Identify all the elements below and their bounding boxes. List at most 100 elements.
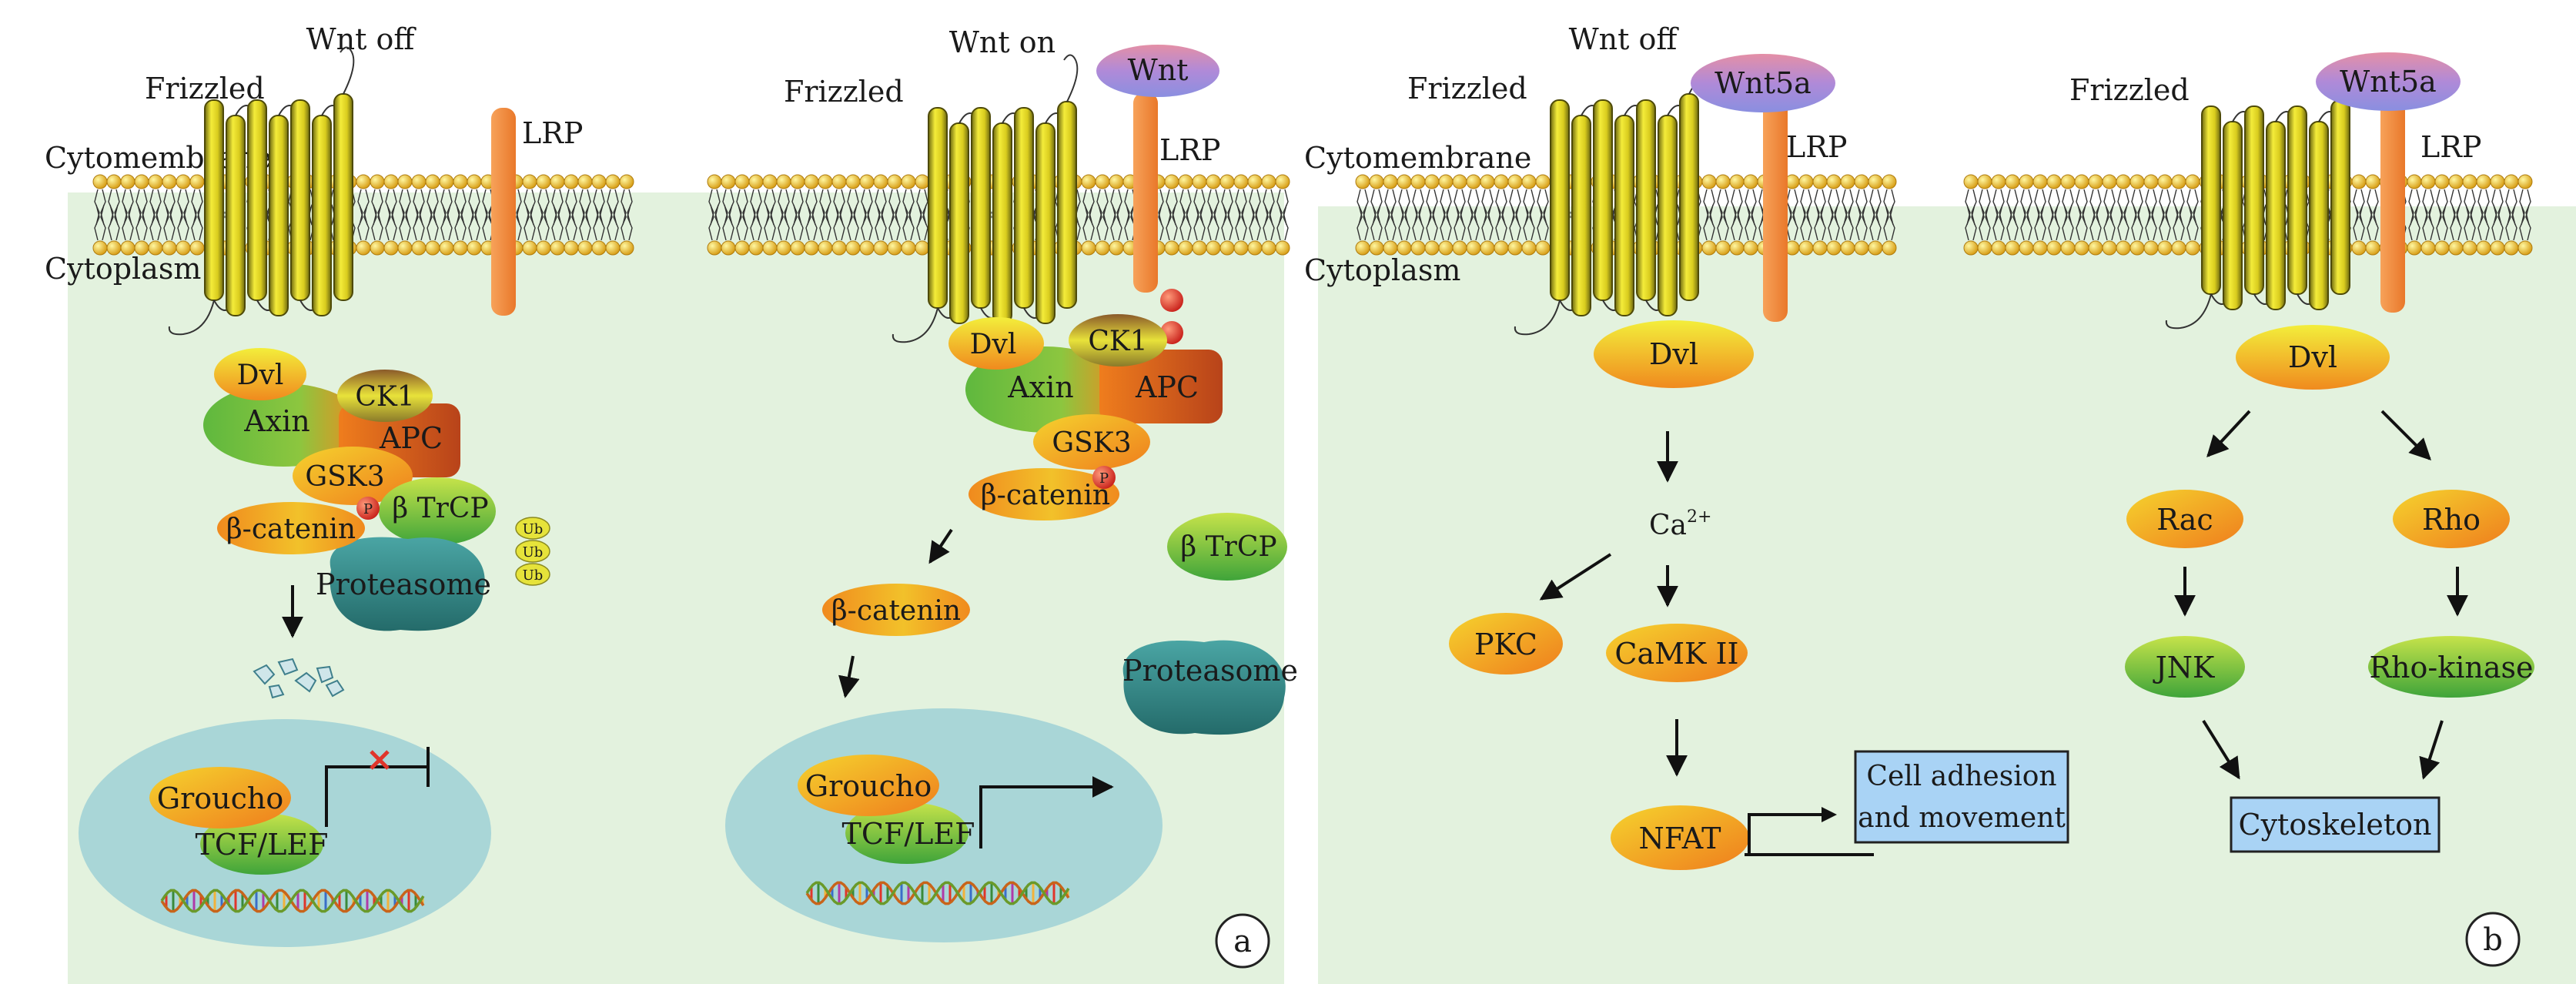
lrp-receptor-b1 bbox=[1763, 99, 1788, 322]
dna-helix-a1 bbox=[160, 889, 425, 913]
btrcp-label-a1: β TrCP bbox=[392, 493, 488, 524]
cell-adhesion-box bbox=[1854, 750, 2069, 844]
phospho-lrp-1 bbox=[1160, 289, 1183, 312]
ck1-label-a2: CK1 bbox=[1088, 326, 1147, 357]
frizzled-receptor-b1 bbox=[1514, 75, 1705, 336]
camk-node bbox=[1606, 624, 1748, 682]
lrp-label-a1: LRP bbox=[522, 116, 583, 150]
x-mark-a1 bbox=[370, 750, 390, 770]
gsk3-node-a1 bbox=[293, 447, 413, 505]
rho-kinase-node bbox=[2368, 636, 2534, 698]
cytoplasm-label-a: Cytoplasm bbox=[45, 252, 201, 286]
dvl-node-b2 bbox=[2236, 325, 2390, 390]
pkc-label: PKC bbox=[1474, 628, 1537, 661]
arrow-dvl-rho bbox=[2380, 410, 2431, 460]
apc-node-a2 bbox=[1099, 350, 1223, 423]
dvl-label-a2: Dvl bbox=[970, 329, 1017, 360]
bcatenin-node-a2 bbox=[969, 468, 1119, 520]
frizzled-label-b2: Frizzled bbox=[2069, 73, 2190, 107]
dvl-label-a1: Dvl bbox=[237, 360, 284, 391]
apc-label-a2: APC bbox=[1135, 370, 1199, 404]
panel-label-a: a bbox=[1233, 924, 1252, 959]
ub-bubble-3 bbox=[515, 563, 550, 586]
btrcp-node-a1 bbox=[379, 477, 496, 545]
phospho-a1 bbox=[356, 497, 380, 520]
frizzled-receptor-b2 bbox=[2165, 81, 2357, 330]
nfat-arrowhead bbox=[1822, 807, 1837, 822]
arrow-rhokinase-cytoskeleton bbox=[2419, 720, 2444, 780]
lrp-receptor-a1 bbox=[491, 108, 516, 316]
lrp-label-b1: LRP bbox=[1786, 130, 1847, 164]
cytoskeleton-label: Cytoskeleton bbox=[2239, 808, 2432, 842]
axin-label-a2: Axin bbox=[1007, 370, 1074, 404]
tcflef-node-a2 bbox=[845, 802, 969, 864]
arrow-jnk-cytoskeleton bbox=[2202, 719, 2240, 780]
arrow-release-a2 bbox=[928, 528, 953, 564]
proteasome-label-a2: Proteasome bbox=[1122, 654, 1298, 688]
cytoplasm-panel-b bbox=[1318, 206, 2576, 984]
proteasome-label-a1: Proteasome bbox=[316, 567, 491, 601]
rac-label: Rac bbox=[2156, 503, 2213, 537]
dvl-node-b1 bbox=[1594, 320, 1754, 388]
frizzled-receptor-a2 bbox=[892, 54, 1079, 343]
panel-b-calcium-pathway: Wnt off Frizzled Cytomembrane Cytoplasm … bbox=[1304, 22, 2069, 870]
ck1-node-a1 bbox=[337, 370, 433, 422]
lrp-receptor-a2 bbox=[1133, 92, 1158, 293]
panel-label-b: b bbox=[2483, 922, 2503, 958]
groucho-label-a1: Groucho bbox=[157, 782, 284, 815]
arrow-dvl-rac bbox=[2206, 410, 2251, 458]
dvl-node-a2 bbox=[948, 317, 1044, 370]
btrcp-node-a2 bbox=[1167, 513, 1287, 581]
degraded-fragments bbox=[253, 658, 345, 699]
gsk3-label-a2: GSK3 bbox=[1052, 427, 1131, 459]
rho-label: Rho bbox=[2422, 503, 2481, 537]
ub-label-3: Ub bbox=[523, 567, 544, 584]
bcatenin-label-a1: β-catenin bbox=[226, 514, 356, 545]
title-wnt-off-b: Wnt off bbox=[1569, 22, 1680, 56]
phospho-a2 bbox=[1092, 466, 1116, 489]
cell-adhesion-line1: Cell adhesion bbox=[1866, 761, 2056, 792]
ub-label-2: Ub bbox=[523, 544, 544, 561]
groucho-label-a2: Groucho bbox=[805, 769, 932, 803]
wnt-node-a2 bbox=[1096, 45, 1219, 97]
bcatenin-free-node bbox=[822, 584, 970, 636]
p-label-a2: P bbox=[1099, 470, 1109, 487]
gsk3-node-a2 bbox=[1033, 414, 1150, 470]
dvl-label-b2: Dvl bbox=[2288, 340, 2337, 374]
gsk3-label-a1: GSK3 bbox=[305, 461, 384, 493]
cytomembrane-label-b: Cytomembrane bbox=[1304, 141, 1531, 175]
wnt5a-label-b2: Wnt5a bbox=[2340, 65, 2437, 99]
bcatenin-node-a1 bbox=[217, 502, 365, 554]
wnt5a-label-b1: Wnt5a bbox=[1715, 66, 1812, 100]
panel-a-wnt-on: Wnt on Frizzled LRP Wnt Dvl CK1 Axin APC… bbox=[725, 25, 1298, 969]
p-label-a1: P bbox=[363, 501, 373, 517]
title-wnt-on-a: Wnt on bbox=[949, 25, 1055, 59]
panel-label-b-circle bbox=[2465, 912, 2521, 967]
lrp-label-a2: LRP bbox=[1159, 133, 1220, 167]
pkc-node bbox=[1449, 613, 1563, 674]
ck1-node-a2 bbox=[1069, 314, 1167, 366]
dna-helix-a2 bbox=[805, 881, 1070, 905]
lipid-bilayers bbox=[92, 174, 2533, 256]
jnk-label: JNK bbox=[2153, 651, 2215, 684]
rho-kinase-label: Rho-kinase bbox=[2369, 651, 2533, 684]
ub-label-1: Ub bbox=[523, 521, 544, 537]
proteasome-a2 bbox=[1122, 640, 1286, 735]
groucho-node-a1 bbox=[149, 767, 291, 828]
frizzled-label-b1: Frizzled bbox=[1407, 72, 1527, 105]
tcflef-label-a2: TCF/LEF bbox=[842, 817, 975, 851]
ck1-label-a1: CK1 bbox=[355, 381, 414, 413]
frizzled-receptor-a1 bbox=[168, 46, 355, 336]
camk-label: CaMK II bbox=[1614, 637, 1738, 671]
panel-label-a-circle bbox=[1215, 913, 1270, 969]
jnk-node bbox=[2125, 636, 2245, 698]
proteasome-a1 bbox=[330, 537, 485, 631]
rho-node bbox=[2393, 490, 2510, 548]
bcatenin-free-label: β-catenin bbox=[831, 595, 961, 627]
arrow-ca-pkc bbox=[1539, 553, 1612, 601]
axin-label-a1: Axin bbox=[243, 404, 310, 438]
apc-label-a1: APC bbox=[379, 421, 443, 455]
arrow-nucleus-a2 bbox=[838, 655, 860, 698]
tcflef-label-a1: TCF/LEF bbox=[196, 828, 329, 862]
